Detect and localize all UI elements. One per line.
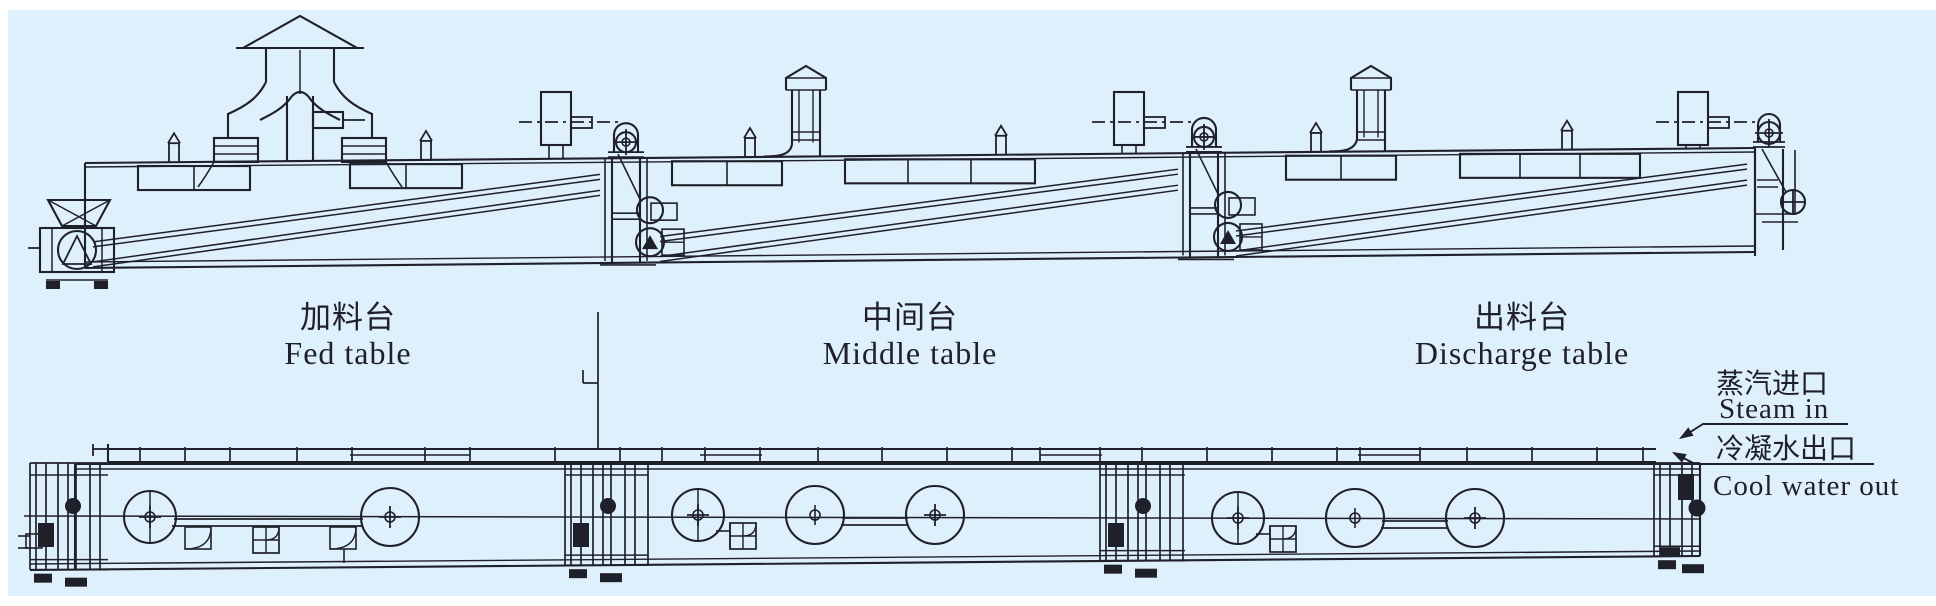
chimney: [1328, 64, 1393, 153]
machine-linework: [18, 14, 1874, 587]
conveyor-section: [670, 484, 966, 550]
datum-post: [582, 312, 599, 449]
leg-frame: [564, 462, 649, 583]
cool-water-out-leader: [1672, 452, 1874, 465]
middle-table-label-en: Middle table: [823, 335, 998, 371]
top-view-elevation: [28, 14, 1807, 289]
blueprint-panel: [8, 10, 1936, 596]
chimney: [763, 64, 828, 158]
conveyor-section-fed: [122, 486, 421, 563]
exhaust-hood: [197, 14, 403, 188]
fed-table-label-en: Fed table: [284, 335, 411, 371]
callout-leaders: [1672, 423, 1874, 465]
leg-frame: [1099, 462, 1185, 578]
lower-body-frame: [18, 462, 1702, 572]
cool-water-out-label-en: Cool water out: [1713, 470, 1899, 502]
feed-hopper-unit: [28, 198, 116, 289]
bottom-view: [18, 312, 1706, 587]
conveyor-section: [1210, 487, 1506, 553]
control-box: [519, 90, 619, 159]
steam-in-label-cn: 蒸汽进口: [1716, 368, 1828, 400]
table-labels: 加料台 Fed table 中间台 Middle table 出料台 Disch…: [284, 300, 1629, 371]
discharge-table-label-en: Discharge table: [1415, 335, 1629, 371]
roof-bolts: [167, 118, 1574, 163]
control-box: [1656, 90, 1756, 149]
steam-in-leader: [1679, 423, 1848, 439]
control-box: [1092, 90, 1192, 154]
steam-header-pipe: [92, 444, 1656, 464]
mounting-plinths: [136, 152, 1642, 192]
drive-tower: [600, 122, 685, 266]
steam-in-label-en: Steam in: [1719, 393, 1829, 425]
cool-water-out-arrow: [1672, 452, 1687, 463]
pipe-callouts: 蒸汽进口 Steam in 冷凝水出口 Cool water out: [1713, 368, 1899, 502]
cool-water-out-label-cn: 冷凝水出口: [1716, 433, 1856, 465]
fed-table-label-cn: 加料台: [300, 300, 396, 335]
leg-frame: [29, 462, 108, 587]
drive-tower: [1178, 116, 1263, 261]
steam-in-arrow: [1679, 427, 1694, 439]
middle-table-label-cn: 中间台: [862, 300, 958, 335]
discharge-table-label-cn: 出料台: [1474, 300, 1570, 335]
leg-frame: [1653, 462, 1706, 574]
tension-wheel-unit: [1753, 113, 1807, 256]
